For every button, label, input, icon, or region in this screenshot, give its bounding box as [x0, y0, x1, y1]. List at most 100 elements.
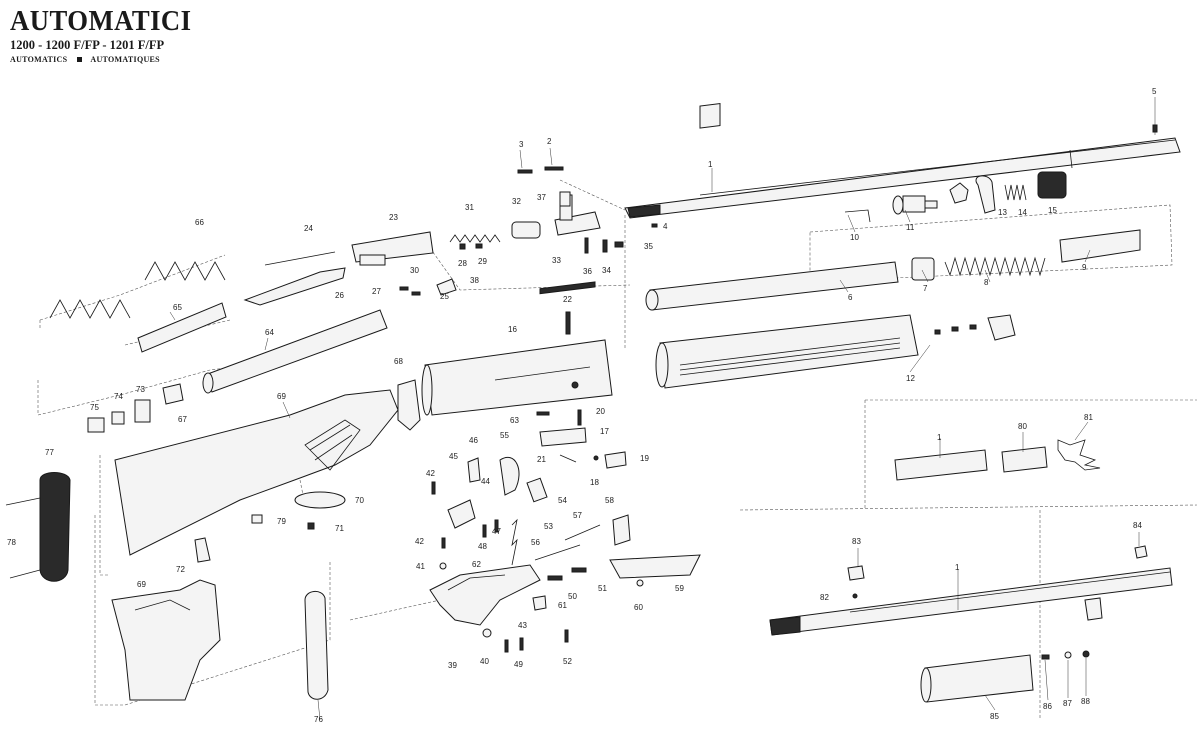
part-label-80: 80 — [1018, 422, 1027, 431]
part-label-5: 5 — [1152, 87, 1157, 96]
part-label-54: 54 — [558, 496, 567, 505]
part-label-56: 56 — [531, 538, 540, 547]
part-label-73: 73 — [136, 385, 145, 394]
part-label-84: 84 — [1133, 521, 1142, 530]
part-label-30: 30 — [410, 266, 419, 275]
part-label-61: 61 — [558, 601, 567, 610]
part-label-33: 33 — [552, 256, 561, 265]
part-label-26: 26 — [335, 291, 344, 300]
separator-square-icon — [77, 57, 83, 63]
part-label-62: 62 — [472, 560, 481, 569]
part-label-18: 18 — [590, 478, 599, 487]
part-label-22: 22 — [563, 295, 572, 304]
part-label-68: 68 — [394, 357, 403, 366]
receiver-and-bolt — [243, 166, 658, 416]
part-label-38: 38 — [470, 276, 479, 285]
part-label-21: 21 — [537, 455, 546, 464]
part-label-9: 9 — [1082, 263, 1087, 272]
part-label-69: 69 — [277, 392, 286, 401]
part-label-52: 52 — [563, 657, 572, 666]
part-label-42b: 42 — [415, 537, 424, 546]
spring-14 — [1004, 184, 1027, 201]
part-label-19: 19 — [640, 454, 649, 463]
part-label-14: 14 — [1018, 208, 1027, 217]
part-label-31: 31 — [465, 203, 474, 212]
part-label-7: 7 — [923, 284, 928, 293]
part-label-35: 35 — [644, 242, 653, 251]
translations: AUTOMATICS AUTOMATIQUES — [10, 55, 160, 65]
part-label-15: 15 — [1048, 206, 1057, 215]
part-label-46: 46 — [469, 436, 478, 445]
part-label-49: 49 — [514, 660, 523, 669]
part-label-57: 57 — [573, 511, 582, 520]
part-labels: 1 2 3 4 5 6 7 8 9 10 11 12 13 14 15 16 1… — [7, 87, 1157, 724]
part-label-60: 60 — [634, 603, 643, 612]
part-label-59: 59 — [675, 584, 684, 593]
title-french: AUTOMATIQUES — [90, 55, 160, 64]
part-label-64: 64 — [265, 328, 274, 337]
part-label-12: 12 — [906, 374, 915, 383]
part-label-25: 25 — [440, 292, 449, 301]
part-label-1c: 1 — [955, 563, 960, 572]
part-label-2: 2 — [547, 137, 552, 146]
stock-assembly — [5, 261, 421, 701]
part-label-34: 34 — [602, 266, 611, 275]
part-label-1b: 1 — [937, 433, 942, 442]
part-label-74: 74 — [114, 392, 123, 401]
part-label-3: 3 — [519, 140, 524, 149]
diagram-title: AUTOMATICI — [10, 5, 192, 37]
part-label-20: 20 — [596, 407, 605, 416]
part-label-11: 11 — [906, 223, 915, 232]
part-label-37: 37 — [537, 193, 546, 202]
model-list: 1200 - 1200 F/FP - 1201 F/FP — [10, 38, 165, 52]
part-label-58: 58 — [605, 496, 614, 505]
part-label-83: 83 — [852, 537, 861, 546]
part-label-48: 48 — [478, 542, 487, 551]
part-label-78: 78 — [7, 538, 16, 547]
part-label-39: 39 — [448, 661, 457, 670]
part-label-42: 42 — [426, 469, 435, 478]
part-label-43: 43 — [518, 621, 527, 630]
group-outlines — [37, 179, 1197, 720]
part-label-66: 66 — [195, 218, 204, 227]
part-label-4: 4 — [663, 222, 668, 231]
part-label-45: 45 — [449, 452, 458, 461]
part-label-86: 86 — [1043, 702, 1052, 711]
part-label-50: 50 — [568, 592, 577, 601]
part-label-75: 75 — [90, 403, 99, 412]
part-label-41: 41 — [416, 562, 425, 571]
part-label-81: 81 — [1084, 413, 1093, 422]
part-label-6: 6 — [848, 293, 853, 302]
title-english: AUTOMATICS — [10, 55, 68, 64]
part-label-69b: 69 — [137, 580, 146, 589]
part-label-53: 53 — [544, 522, 553, 531]
part-label-77: 77 — [45, 448, 54, 457]
part-label-29: 29 — [478, 257, 487, 266]
part-label-1: 1 — [708, 160, 713, 169]
part-label-79: 79 — [277, 517, 286, 526]
part-label-72: 72 — [176, 565, 185, 574]
part-label-47: 47 — [492, 527, 501, 536]
part-label-51: 51 — [598, 584, 607, 593]
part-label-40: 40 — [480, 657, 489, 666]
part-label-82: 82 — [820, 593, 829, 602]
part-label-70: 70 — [355, 496, 364, 505]
part-label-55: 55 — [500, 431, 509, 440]
part-label-44: 44 — [481, 477, 490, 486]
part-label-16: 16 — [508, 325, 517, 334]
part-label-10: 10 — [850, 233, 859, 242]
part-label-65: 65 — [173, 303, 182, 312]
barrel-parts — [645, 171, 1141, 311]
leader-lines — [169, 147, 1140, 721]
part-label-88: 88 — [1081, 697, 1090, 706]
part-label-8: 8 — [984, 278, 989, 287]
part-label-36: 36 — [583, 267, 592, 276]
part-label-23: 23 — [389, 213, 398, 222]
barrel — [624, 97, 1181, 219]
part-label-13: 13 — [998, 208, 1007, 217]
part-label-63: 63 — [510, 416, 519, 425]
part-label-87: 87 — [1063, 699, 1072, 708]
part-label-76: 76 — [314, 715, 323, 724]
